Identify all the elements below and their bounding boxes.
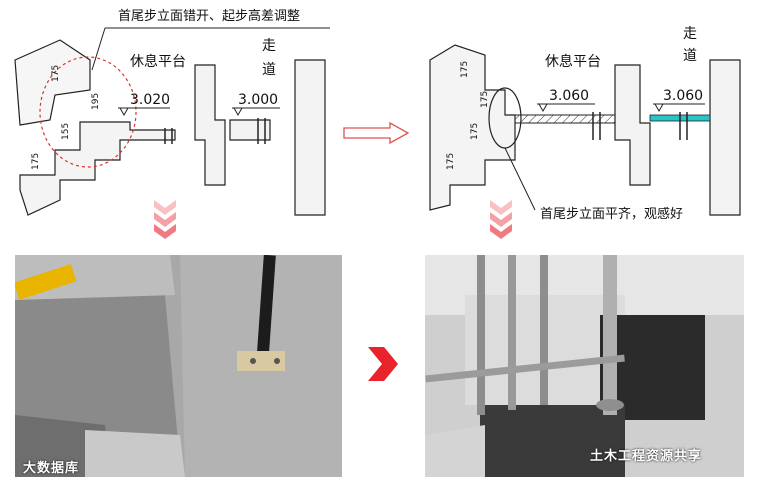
platform-column [194, 64, 226, 186]
elev-platform: 3.020 [130, 92, 170, 108]
watermark-left: 大数据库 [23, 461, 80, 476]
chevron-right-icon [368, 347, 398, 381]
chevron-down-icon [154, 200, 176, 239]
dim-3: 175 [470, 123, 480, 140]
left-stair-section-diagram: 首尾步立面错开、起步高差调整 休息平台 走 道 3.020 3.000 175 … [14, 8, 330, 216]
photo-after: 土木工程资源共享 [425, 255, 744, 477]
corridor-label-1: 走 [262, 38, 276, 54]
right-stair-section-diagram: 休息平台 走 道 3.060 3.060 首尾步立面平齐，观感好 175 175… [429, 26, 741, 222]
corridor-wall [709, 59, 741, 216]
dim-2: 175 [480, 91, 490, 108]
platform-label: 休息平台 [130, 53, 186, 70]
dim-3: 155 [61, 123, 71, 140]
stair-concrete [19, 121, 176, 216]
platform-column [614, 64, 651, 186]
dim-1: 175 [51, 65, 61, 82]
dim-4: 175 [446, 153, 456, 170]
platform-label: 休息平台 [545, 53, 601, 70]
corridor-label-1: 走 [683, 26, 697, 42]
chevron-down-icon [490, 200, 512, 239]
stair-concrete [429, 44, 516, 211]
callout-bottom-text: 首尾步立面平齐，观感好 [540, 206, 683, 222]
transition-arrow [343, 122, 410, 144]
dim-1: 175 [460, 61, 470, 78]
dim-2: 195 [91, 93, 101, 110]
highlight-circle [39, 56, 137, 168]
watermark-right: 土木工程资源共享 [590, 449, 703, 464]
elev-platform: 3.060 [549, 88, 589, 104]
elev-corridor: 3.000 [238, 92, 278, 108]
corridor-label-2: 道 [683, 48, 697, 64]
corridor-label-2: 道 [262, 62, 276, 78]
elev-corridor: 3.060 [663, 88, 703, 104]
corridor-wall [294, 59, 326, 216]
dim-4: 175 [31, 153, 41, 170]
callout-top-text: 首尾步立面错开、起步高差调整 [118, 8, 300, 24]
photo-before: 大数据库 [15, 255, 342, 477]
landing-slab [514, 114, 626, 124]
